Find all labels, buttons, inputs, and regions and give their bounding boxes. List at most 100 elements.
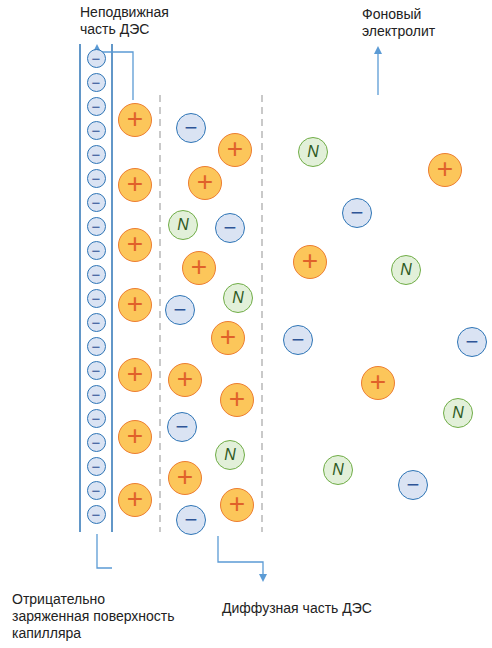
ion-sign: − — [92, 51, 101, 66]
ion-sign: − — [92, 195, 101, 210]
surface-anion: − — [87, 121, 106, 140]
cation-circle: + — [188, 166, 222, 200]
cation-circle: + — [168, 461, 202, 495]
ion-sign: + — [229, 490, 245, 518]
ion-sign: + — [437, 155, 453, 183]
leader-line — [97, 534, 112, 568]
cation-circle: + — [118, 168, 152, 202]
anion-circle: − — [167, 412, 197, 442]
cation-circle: + — [118, 103, 152, 137]
neutral-circle: N — [391, 255, 421, 285]
neutral-circle: N — [223, 283, 253, 313]
ion-sign: + — [229, 385, 245, 413]
layer-label: Неподвижная часть ДЭС — [80, 4, 180, 38]
ion-sign: − — [92, 435, 101, 450]
ion-sign: − — [92, 411, 101, 426]
ion-sign: N — [400, 262, 412, 278]
surface-anion: − — [87, 145, 106, 164]
ion-sign: + — [177, 463, 193, 491]
surface-anion: − — [87, 49, 106, 68]
ion-sign: − — [185, 117, 198, 139]
ion-sign: − — [92, 339, 101, 354]
surface-anion: − — [87, 409, 106, 428]
cation-circle: + — [428, 153, 462, 187]
cation-circle: + — [218, 133, 252, 167]
leader-line — [218, 536, 263, 578]
anion-circle: − — [176, 113, 206, 143]
capillary-wall — [111, 44, 113, 532]
surface-anion: − — [87, 385, 106, 404]
ion-sign: N — [452, 405, 464, 421]
ion-sign: − — [92, 171, 101, 186]
surface-anion: − — [87, 289, 106, 308]
neutral-circle: N — [443, 398, 473, 428]
cation-circle: + — [211, 321, 245, 355]
ion-sign: − — [92, 483, 101, 498]
ion-sign: + — [191, 253, 207, 281]
ion-sign: − — [92, 291, 101, 306]
ion-sign: + — [127, 422, 143, 450]
surface-anion: − — [87, 433, 106, 452]
ion-sign: + — [127, 290, 143, 318]
anion-circle: − — [283, 325, 313, 355]
cation-circle: + — [118, 483, 152, 517]
cation-circle: + — [118, 288, 152, 322]
ion-sign: + — [127, 170, 143, 198]
ion-sign: + — [220, 323, 236, 351]
ion-sign: − — [92, 147, 101, 162]
neutral-circle: N — [215, 440, 245, 470]
neutral-circle: N — [168, 210, 198, 240]
ion-sign: N — [232, 290, 244, 306]
cation-circle: + — [118, 420, 152, 454]
anion-circle: − — [165, 295, 195, 325]
cation-circle: + — [361, 366, 395, 400]
ion-sign: + — [302, 247, 318, 275]
region-label: Фоновый электролит — [362, 6, 472, 40]
ion-sign: + — [227, 135, 243, 163]
ion-sign: − — [351, 202, 364, 224]
ion-sign: − — [224, 217, 237, 239]
anion-circle: − — [215, 213, 245, 243]
surface-label: Отрицательно заряженная поверхность капи… — [12, 591, 180, 642]
surface-anion: − — [87, 361, 106, 380]
cation-circle: + — [118, 228, 152, 262]
anion-circle: − — [457, 327, 487, 357]
layer-boundary — [159, 95, 160, 532]
ion-sign: − — [92, 459, 101, 474]
anion-circle: − — [342, 198, 372, 228]
ion-sign: − — [92, 99, 101, 114]
ion-sign: + — [127, 230, 143, 258]
cation-circle: + — [220, 383, 254, 417]
cation-circle: + — [293, 245, 327, 279]
ion-sign: N — [307, 144, 319, 160]
ion-sign: − — [92, 219, 101, 234]
ion-sign: − — [185, 509, 198, 531]
cation-circle: + — [182, 251, 216, 285]
surface-anion: − — [87, 169, 106, 188]
surface-anion: − — [87, 193, 106, 212]
ion-sign: − — [92, 363, 101, 378]
surface-anion: − — [87, 97, 106, 116]
surface-anion: − — [87, 241, 106, 260]
surface-anion: − — [87, 313, 106, 332]
layer-boundary — [261, 95, 262, 532]
ion-sign: + — [197, 168, 213, 196]
anion-circle: − — [398, 470, 428, 500]
surface-anion: − — [87, 481, 106, 500]
ion-sign: − — [292, 329, 305, 351]
capillary-wall — [79, 44, 81, 532]
ion-sign: − — [92, 243, 101, 258]
neutral-circle: N — [298, 137, 328, 167]
ion-sign: + — [127, 360, 143, 388]
cation-circle: + — [168, 363, 202, 397]
ion-sign: − — [92, 75, 101, 90]
ion-sign: + — [127, 485, 143, 513]
surface-anion: − — [87, 337, 106, 356]
ion-sign: − — [92, 267, 101, 282]
ion-sign: − — [92, 507, 101, 522]
surface-anion: − — [87, 265, 106, 284]
surface-anion: − — [87, 505, 106, 524]
surface-anion: − — [87, 73, 106, 92]
